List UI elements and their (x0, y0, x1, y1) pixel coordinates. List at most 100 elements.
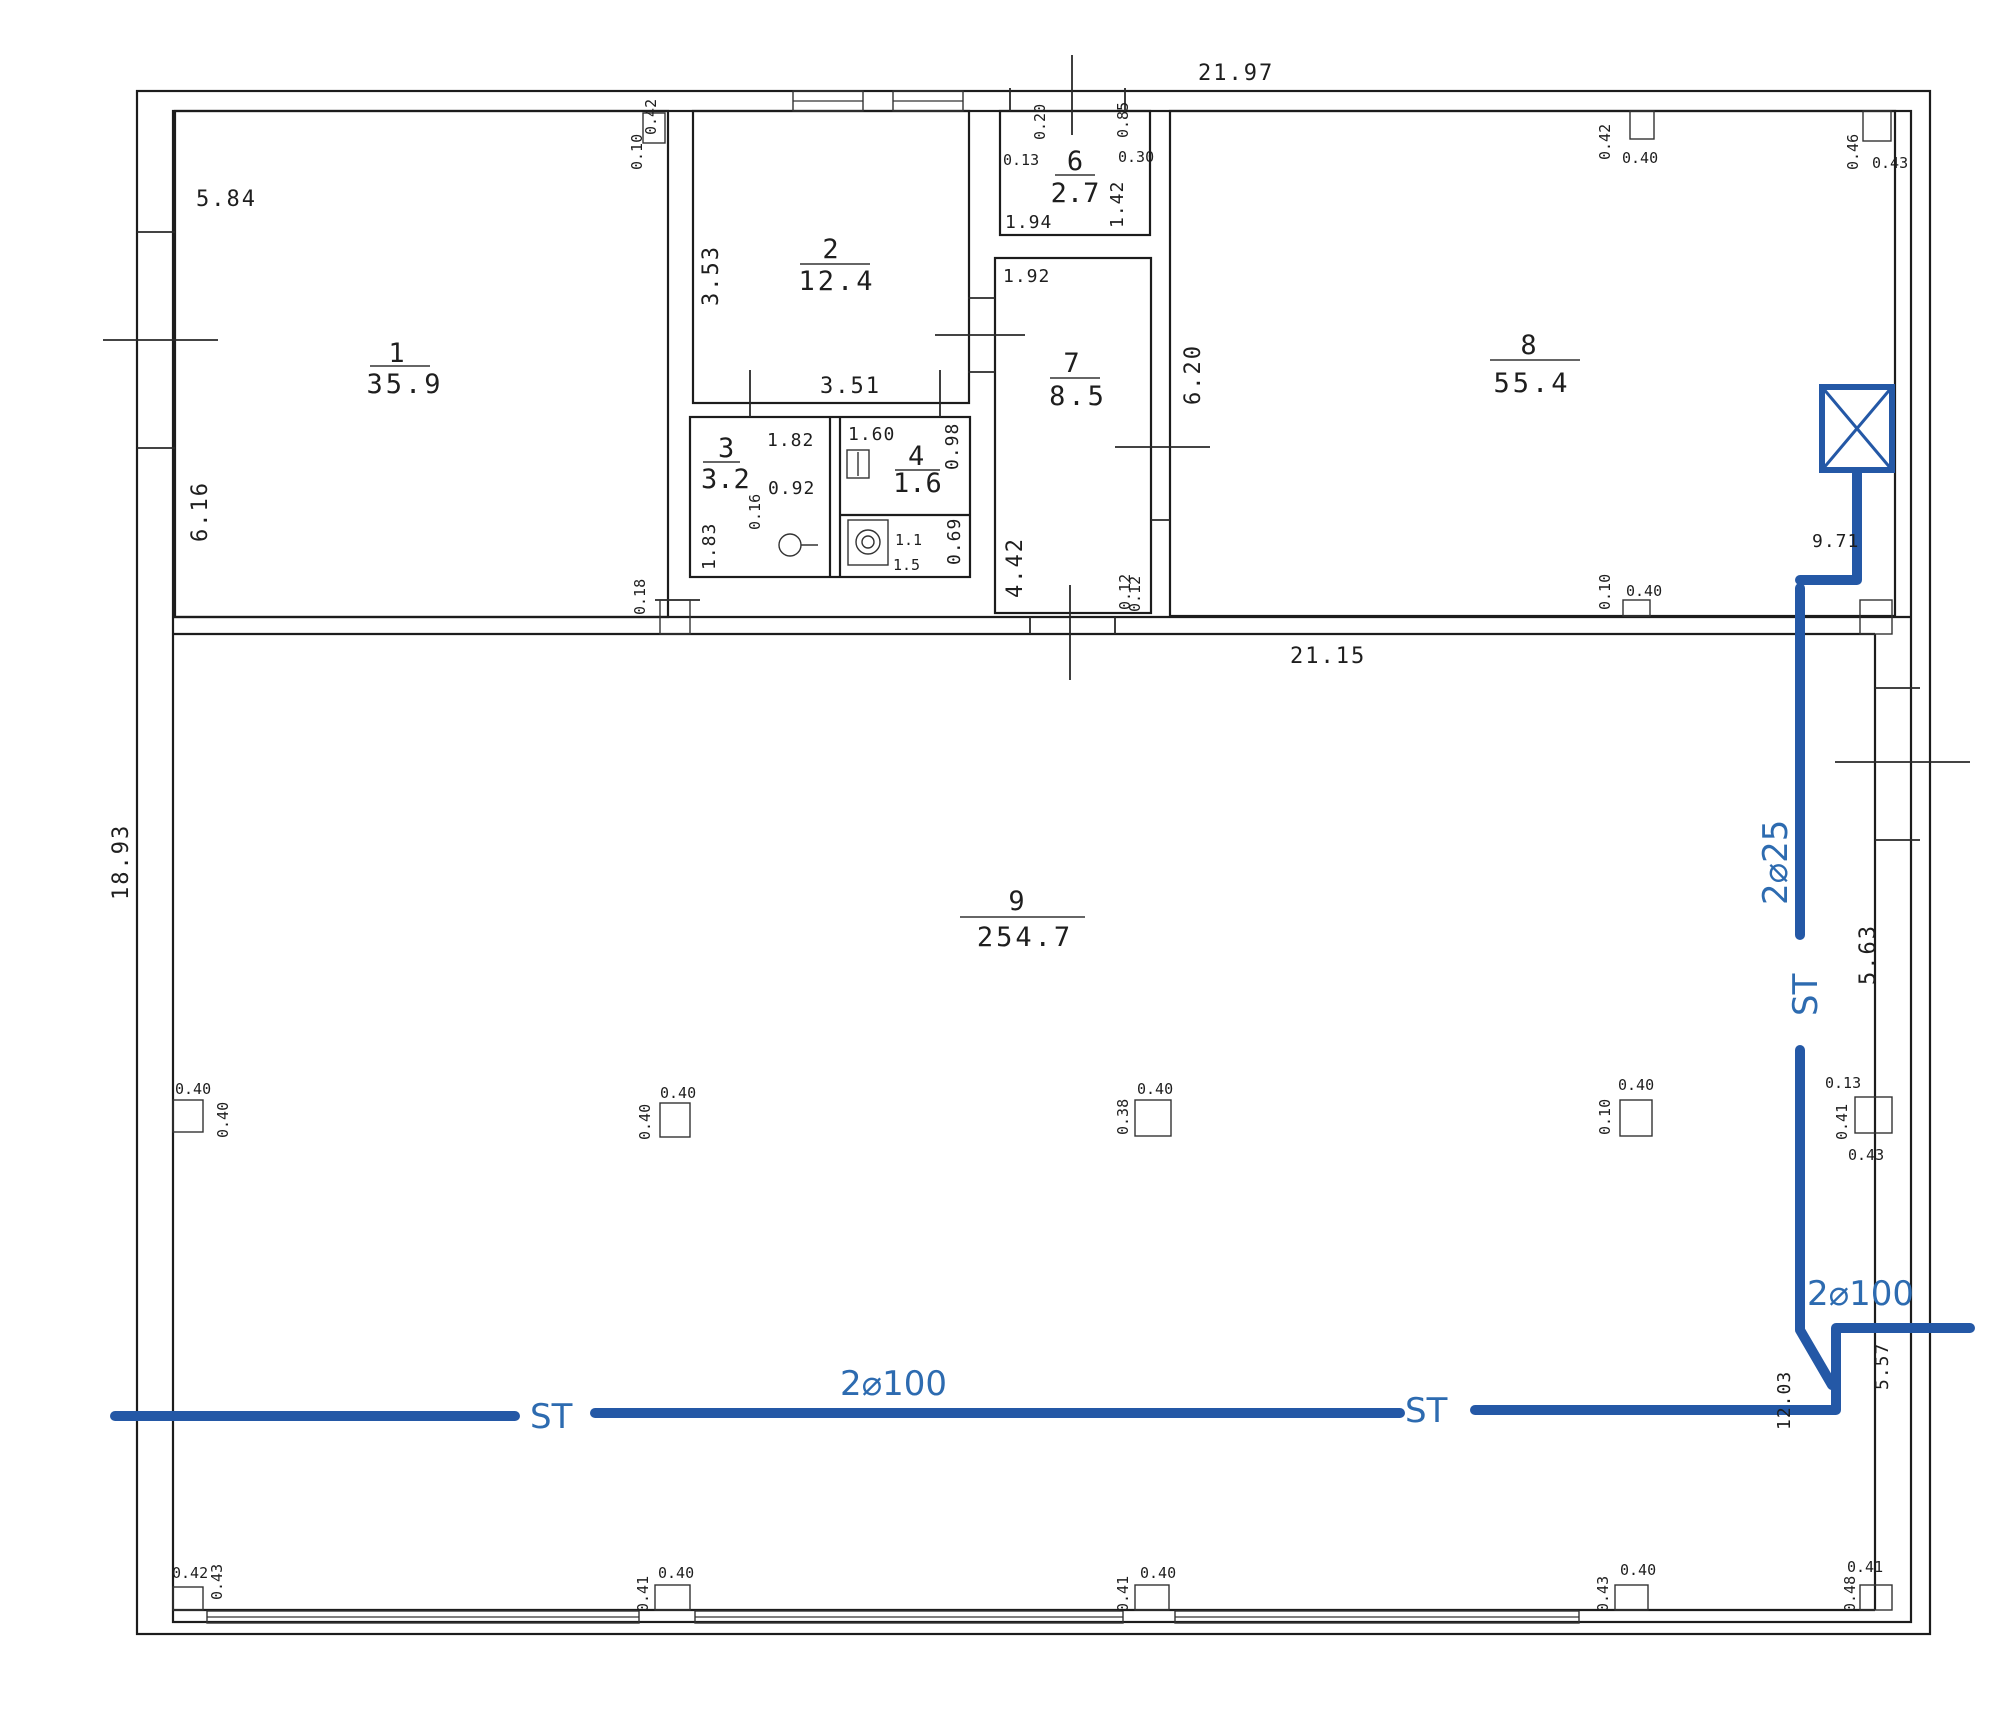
svg-text:8.5: 8.5 (1049, 381, 1107, 412)
column-labels: 0.10 0.42 0.18 0.40 0.42 0.46 0.43 0.40 … (172, 99, 1908, 1612)
room-label-8: 8 55.4 (1490, 330, 1580, 399)
svg-text:12.03: 12.03 (1774, 1371, 1795, 1430)
svg-text:9: 9 (1008, 886, 1027, 917)
svg-text:3.53: 3.53 (699, 245, 724, 306)
svg-text:6: 6 (1067, 146, 1083, 177)
svg-text:0.40: 0.40 (175, 1080, 211, 1098)
svg-text:0.41: 0.41 (1847, 1558, 1883, 1576)
svg-text:2⌀100: 2⌀100 (840, 1364, 947, 1404)
svg-text:0.40: 0.40 (1620, 1561, 1656, 1579)
room-label-3: 3 3.2 (701, 433, 750, 495)
room-7 (993, 256, 1153, 615)
svg-text:6.16: 6.16 (188, 481, 213, 542)
svg-text:12.4: 12.4 (798, 266, 875, 297)
svg-text:9.71: 9.71 (1812, 531, 1859, 552)
svg-text:0.41: 0.41 (1114, 1576, 1132, 1612)
bottom-windows (206, 1610, 1580, 1624)
svg-text:0.10: 0.10 (628, 134, 646, 170)
room-8 (1168, 109, 1897, 618)
svg-text:7: 7 (1063, 348, 1082, 379)
svg-text:254.7: 254.7 (977, 922, 1073, 953)
svg-text:1.42: 1.42 (1107, 181, 1128, 228)
room-label-6: 6 2.7 (1051, 146, 1100, 209)
svg-text:1.94: 1.94 (1005, 212, 1052, 233)
svg-text:0.40: 0.40 (1137, 1080, 1173, 1098)
svg-text:55.4: 55.4 (1493, 368, 1570, 399)
svg-text:0.30: 0.30 (1118, 148, 1154, 166)
svg-text:8: 8 (1520, 330, 1539, 361)
svg-text:0.42: 0.42 (1596, 124, 1614, 160)
svg-text:4: 4 (908, 441, 924, 472)
room-label-4: 4 1.6 (893, 441, 942, 499)
room-label-9: 9 254.7 (960, 886, 1085, 953)
svg-text:0.41: 0.41 (634, 1576, 652, 1612)
svg-text:2⌀100: 2⌀100 (1807, 1274, 1914, 1314)
svg-text:0.98: 0.98 (942, 423, 963, 470)
svg-text:3.51: 3.51 (820, 374, 881, 399)
svg-text:0.42: 0.42 (642, 99, 660, 135)
room-label-7: 7 8.5 (1049, 348, 1107, 412)
svg-text:0.40: 0.40 (636, 1104, 654, 1140)
columns (172, 110, 1893, 1611)
svg-text:0.92: 0.92 (768, 478, 815, 499)
svg-text:0.13: 0.13 (1825, 1074, 1861, 1092)
svg-text:2: 2 (822, 234, 841, 265)
svg-text:5.63: 5.63 (1856, 924, 1881, 985)
dimension-labels: 21.97 21.15 18.93 5.84 6.16 3.53 3.51 1.… (109, 61, 1893, 1430)
room-6 (998, 109, 1152, 237)
svg-text:4.42: 4.42 (1003, 537, 1028, 598)
room-label-2: 2 12.4 (798, 234, 875, 297)
utility-labels: 2⌀25 ST 2⌀100 2⌀100 ST ST (530, 820, 1914, 1437)
svg-text:2.7: 2.7 (1051, 178, 1100, 209)
svg-text:0.12: 0.12 (1126, 576, 1144, 612)
svg-text:0.42: 0.42 (172, 1564, 208, 1582)
svg-text:1.60: 1.60 (848, 424, 895, 445)
svg-text:1.1: 1.1 (895, 531, 922, 549)
svg-text:ST: ST (1786, 973, 1826, 1016)
svg-text:1.82: 1.82 (767, 430, 814, 451)
svg-text:0.18: 0.18 (631, 579, 649, 615)
svg-text:0.43: 0.43 (1848, 1146, 1884, 1164)
top-window (792, 90, 964, 112)
svg-text:0.40: 0.40 (1622, 149, 1658, 167)
svg-text:0.13: 0.13 (1003, 151, 1039, 169)
toilet-icon (847, 519, 889, 566)
svg-text:0.40: 0.40 (1626, 582, 1662, 600)
sink-icon (778, 533, 818, 557)
svg-text:5.84: 5.84 (196, 187, 257, 212)
svg-text:0.10: 0.10 (1596, 574, 1614, 610)
svg-text:18.93: 18.93 (109, 824, 134, 900)
svg-text:0.69: 0.69 (944, 518, 965, 565)
svg-text:0.41: 0.41 (1833, 1104, 1851, 1140)
room-9-walls (173, 615, 1911, 1612)
svg-text:2⌀25: 2⌀25 (1756, 820, 1796, 905)
pipe-network (110, 468, 1975, 1421)
svg-text:0.46: 0.46 (1844, 134, 1862, 170)
svg-text:21.15: 21.15 (1290, 644, 1366, 669)
dimension-ticks (103, 55, 1970, 841)
svg-text:ST: ST (530, 1397, 573, 1437)
room-3-4-block (688, 415, 972, 579)
svg-text:21.97: 21.97 (1198, 61, 1274, 86)
svg-text:0.48: 0.48 (1841, 1576, 1859, 1612)
svg-text:0.40: 0.40 (1140, 1564, 1176, 1582)
svg-text:3: 3 (718, 433, 734, 464)
svg-text:0.40: 0.40 (1618, 1076, 1654, 1094)
svg-text:0.16: 0.16 (746, 494, 764, 530)
svg-text:0.10: 0.10 (1596, 1099, 1614, 1135)
svg-text:1: 1 (388, 338, 407, 369)
ventilation-box-icon (1819, 384, 1895, 473)
svg-text:0.12: 0.12 (1116, 574, 1134, 610)
svg-text:6.20: 6.20 (1181, 344, 1206, 405)
outer-walls (135, 89, 1932, 1636)
svg-text:0.40: 0.40 (660, 1084, 696, 1102)
svg-text:0.38: 0.38 (1114, 1099, 1132, 1135)
svg-text:1.83: 1.83 (699, 523, 720, 570)
svg-text:5.57: 5.57 (1872, 1343, 1893, 1390)
svg-text:1.5: 1.5 (893, 556, 920, 574)
svg-text:3.2: 3.2 (701, 464, 750, 495)
svg-text:0.40: 0.40 (214, 1102, 232, 1138)
svg-text:1.92: 1.92 (1003, 266, 1050, 287)
svg-text:0.40: 0.40 (658, 1564, 694, 1582)
